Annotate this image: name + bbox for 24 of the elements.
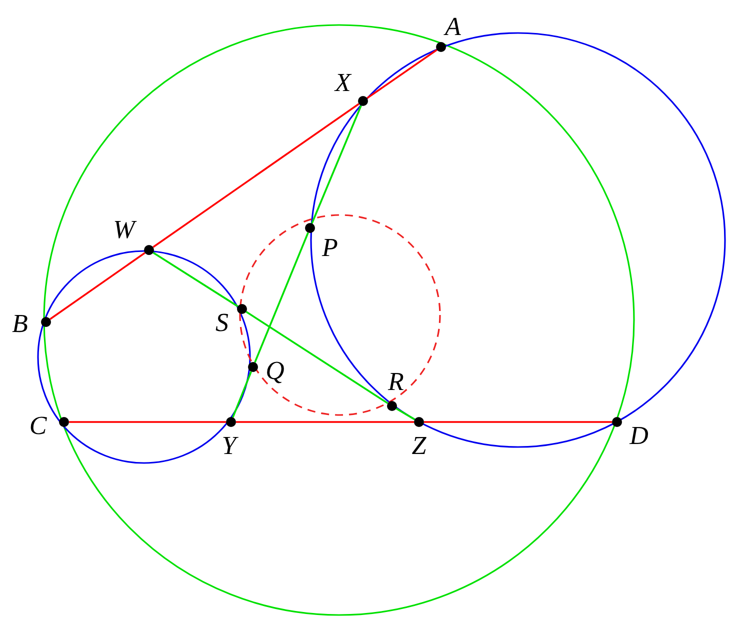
line-segment	[396, 408, 416, 420]
line-segment	[424, 421, 612, 423]
point-label: S	[216, 310, 228, 336]
line-segment	[232, 371, 252, 418]
point-label: C	[29, 413, 47, 439]
point-label: D	[630, 423, 648, 449]
line-segment	[236, 421, 414, 423]
line-segment	[311, 105, 362, 224]
line-segment	[254, 232, 309, 363]
point-label: Y	[222, 433, 236, 459]
line-segment	[152, 252, 238, 308]
point-label: B	[12, 311, 28, 337]
point-label: X	[335, 70, 351, 96]
point-label: W	[113, 217, 135, 243]
point-label: Q	[266, 358, 284, 384]
line-segment	[69, 421, 226, 423]
line-segment	[246, 310, 388, 404]
line-segment	[366, 49, 438, 99]
point-label: P	[322, 235, 338, 261]
point-label: R	[388, 369, 404, 395]
point-label: A	[445, 14, 461, 40]
line-segment	[50, 252, 146, 320]
point-label: Z	[412, 433, 426, 459]
line-segment	[152, 103, 360, 248]
